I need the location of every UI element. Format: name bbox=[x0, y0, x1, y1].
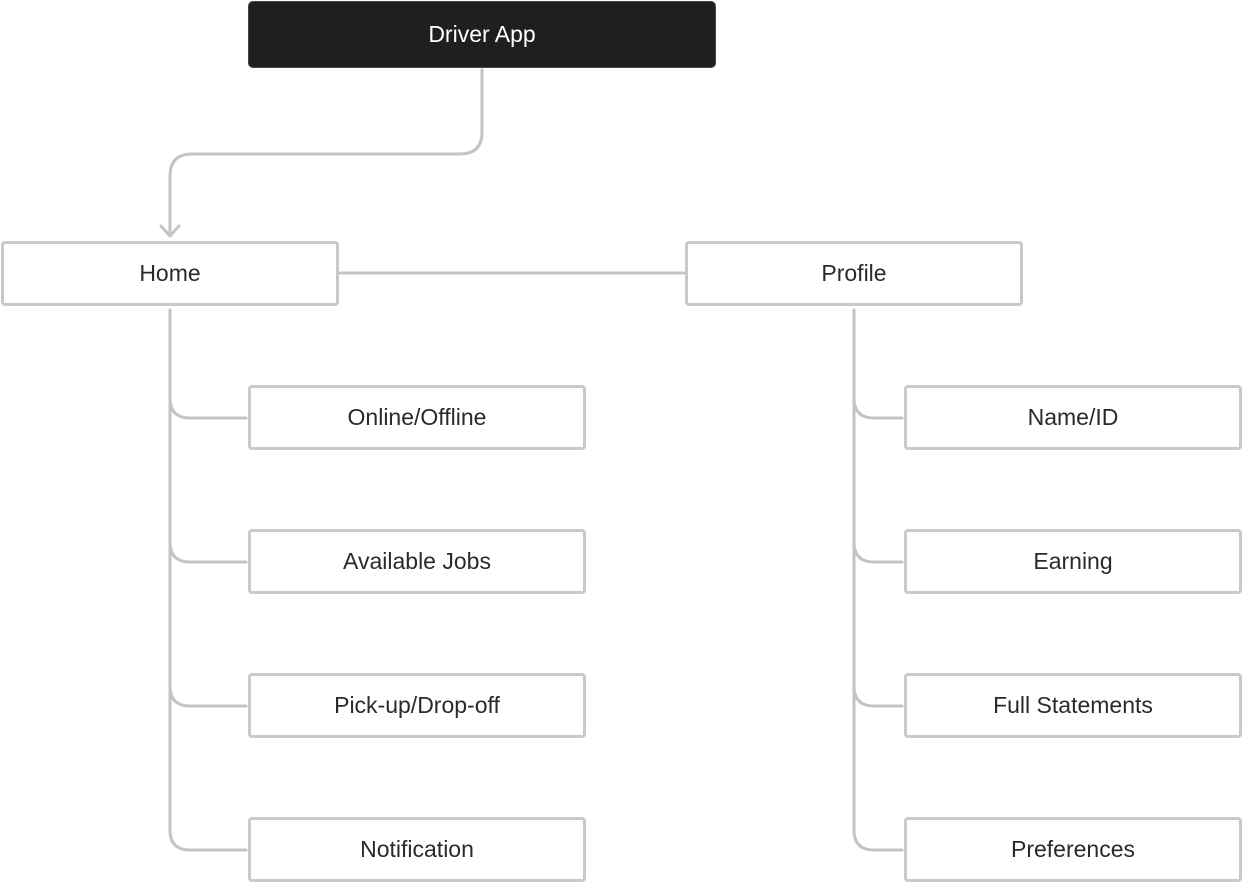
child-node-full-statements: Full Statements bbox=[904, 673, 1242, 738]
child-node-label: Pick-up/Drop-off bbox=[334, 692, 500, 718]
root-node-label: Driver App bbox=[428, 21, 536, 47]
child-node-label: Notification bbox=[360, 836, 474, 862]
child-node-pickup-dropoff: Pick-up/Drop-off bbox=[248, 673, 586, 738]
child-node-label: Online/Offline bbox=[347, 404, 487, 430]
profile-child-1-connector bbox=[852, 396, 904, 420]
home-child-3-connector bbox=[168, 684, 248, 708]
home-child-2-connector bbox=[168, 540, 248, 564]
child-node-available-jobs: Available Jobs bbox=[248, 529, 586, 594]
profile-child-2-connector bbox=[852, 540, 904, 564]
child-node-label: Preferences bbox=[1010, 836, 1135, 862]
profile-child-3-connector bbox=[852, 684, 904, 708]
child-node-notification: Notification bbox=[248, 817, 586, 882]
child-node-label: Full Statements bbox=[993, 692, 1153, 718]
child-node-online-offline: Online/Offline bbox=[248, 385, 586, 450]
child-node-label: Name/ID bbox=[1027, 404, 1119, 430]
arrowhead-icon bbox=[159, 224, 181, 238]
section-node-home: Home bbox=[1, 241, 339, 306]
child-node-preferences: Preferences bbox=[904, 817, 1242, 882]
home-child-1-connector bbox=[168, 396, 248, 420]
child-node-name-id: Name/ID bbox=[904, 385, 1242, 450]
child-node-label: Earning bbox=[1033, 548, 1113, 574]
section-node-profile: Profile bbox=[685, 241, 1023, 306]
home-branch-connector bbox=[168, 308, 248, 852]
child-node-earning: Earning bbox=[904, 529, 1242, 594]
profile-branch-connector bbox=[852, 308, 904, 852]
section-node-label: Profile bbox=[821, 260, 887, 286]
child-node-label: Available Jobs bbox=[343, 548, 491, 574]
section-node-label: Home bbox=[139, 260, 201, 286]
root-to-home-connector bbox=[168, 68, 484, 238]
root-node-driver-app: Driver App bbox=[248, 1, 716, 68]
